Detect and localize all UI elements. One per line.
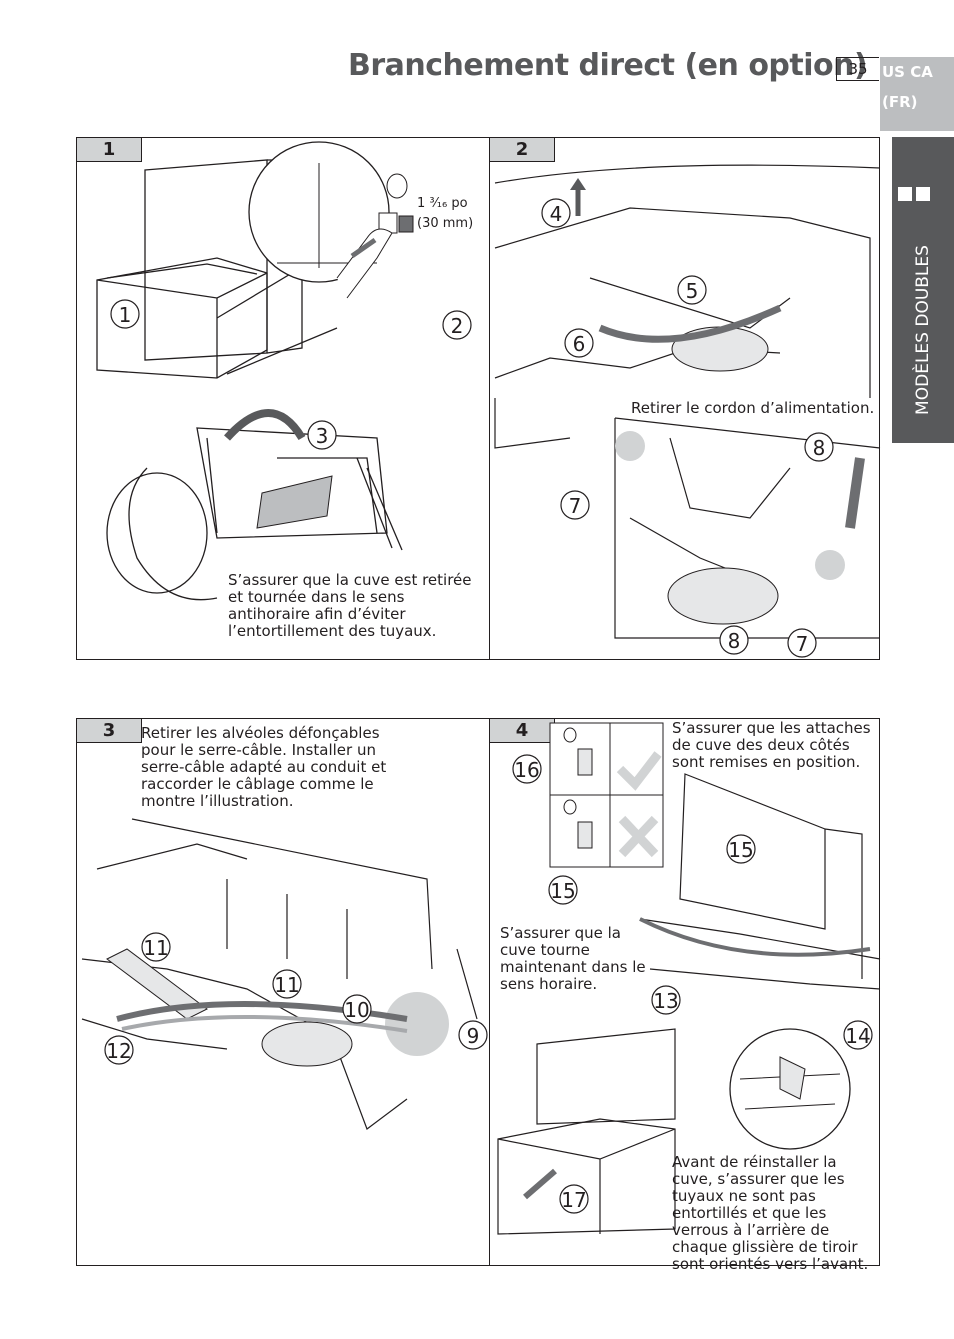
step-marker xyxy=(442,310,472,340)
panel-2-illustration: 4 5 6 7 8 8 7 xyxy=(494,164,881,658)
step-label: 10 xyxy=(344,998,369,1022)
step-marker xyxy=(141,932,171,962)
step-marker xyxy=(541,198,571,228)
step-label: 11 xyxy=(143,936,168,960)
step-label: 12 xyxy=(106,1039,131,1063)
panel-3-caption: Retirer les alvéoles défonçables pour le… xyxy=(141,724,387,810)
step-marker xyxy=(104,1035,134,1065)
step-label: 4 xyxy=(550,202,563,226)
tab-square-icon xyxy=(898,187,912,201)
region-line2: (FR) xyxy=(882,93,918,111)
panel-1-caption: S’assurer que la cuve est retirée et tou… xyxy=(228,571,472,640)
side-tab-label: MODÈLES DOUBLES xyxy=(913,244,933,415)
step-label: 15 xyxy=(550,879,575,903)
step-marker xyxy=(651,985,681,1015)
step-marker xyxy=(560,490,590,520)
panel-4: 4 S’assurer que les attaches de cuve des… xyxy=(489,718,881,1273)
step-label: 14 xyxy=(845,1024,870,1048)
panel-number: 1 xyxy=(77,138,142,162)
step-label: 17 xyxy=(561,1188,586,1212)
step-marker xyxy=(548,875,578,905)
step-marker xyxy=(719,625,749,655)
step-marker xyxy=(110,299,140,329)
step-label: 1 xyxy=(119,303,132,327)
step-label: 16 xyxy=(514,758,539,782)
step-marker xyxy=(804,432,834,462)
step-label: 15 xyxy=(728,838,753,862)
step-label: 7 xyxy=(796,632,809,656)
panel-3: 3 Retirer les alvéoles défonçables pour … xyxy=(76,718,490,1266)
step-marker xyxy=(787,628,817,658)
panel-1: 1 1 2 3 xyxy=(76,137,490,660)
step-label: 13 xyxy=(653,989,678,1013)
panel-2: 2 4 5 6 7 8 xyxy=(489,137,881,660)
panel-number: 3 xyxy=(77,719,142,743)
step-marker xyxy=(272,969,302,999)
step-label: 8 xyxy=(728,629,741,653)
tab-square-icon xyxy=(916,187,930,201)
step-marker xyxy=(342,994,372,1024)
panel-4-caption-bottom: Avant de réinstaller la cuve, s’assurer … xyxy=(672,1153,869,1273)
panel-2-caption: Retirer le cordon d’alimentation. xyxy=(631,399,875,417)
step-marker xyxy=(458,1020,488,1050)
step-label: 11 xyxy=(274,973,299,997)
page-title: Branchement direct (en option) xyxy=(348,48,868,83)
step-markers: 13 14 15 15 16 17 xyxy=(512,754,873,1214)
page-number: 35 xyxy=(836,57,879,81)
step-markers: 1 2 3 xyxy=(110,299,472,450)
step-marker xyxy=(564,328,594,358)
region-badge: US CA (FR) xyxy=(880,57,954,131)
step-marker xyxy=(726,834,756,864)
step-marker xyxy=(307,420,337,450)
step-marker xyxy=(512,754,542,784)
step-label: 8 xyxy=(813,436,826,460)
check-inset xyxy=(549,722,664,868)
region-line1: US CA xyxy=(882,63,933,81)
step-label: 6 xyxy=(573,332,586,356)
panel-number: 2 xyxy=(490,138,555,162)
side-tab: MODÈLES DOUBLES xyxy=(892,137,954,443)
step-markers: 4 5 6 7 8 8 7 xyxy=(541,198,834,658)
measurement-inches: 1 ³⁄₁₆ po xyxy=(417,196,468,211)
step-marker xyxy=(559,1184,589,1214)
panel-4-illustration: 13 14 15 15 16 17 xyxy=(497,722,881,1235)
measurement-mm: (30 mm) xyxy=(417,216,474,231)
step-marker xyxy=(843,1020,873,1050)
step-label: 3 xyxy=(316,424,329,448)
step-label: 7 xyxy=(569,494,582,518)
step-markers: 9 10 11 11 12 xyxy=(104,932,488,1065)
step-label: 9 xyxy=(467,1024,480,1048)
panel-number: 4 xyxy=(490,719,555,743)
measurement-label: 1 ³⁄₁₆ po (30 mm) xyxy=(417,194,473,234)
step-label: 5 xyxy=(686,279,699,303)
step-marker xyxy=(677,275,707,305)
panel-4-caption-top: S’assurer que les attaches de cuve des d… xyxy=(672,719,871,771)
panel-4-caption-mid: S’assurer que la cuve tourne maintenant … xyxy=(500,924,646,993)
panel-3-illustration: 9 10 11 11 12 xyxy=(81,818,488,1130)
panel-1-illustration: 1 2 3 xyxy=(96,141,472,601)
step-label: 2 xyxy=(451,314,464,338)
